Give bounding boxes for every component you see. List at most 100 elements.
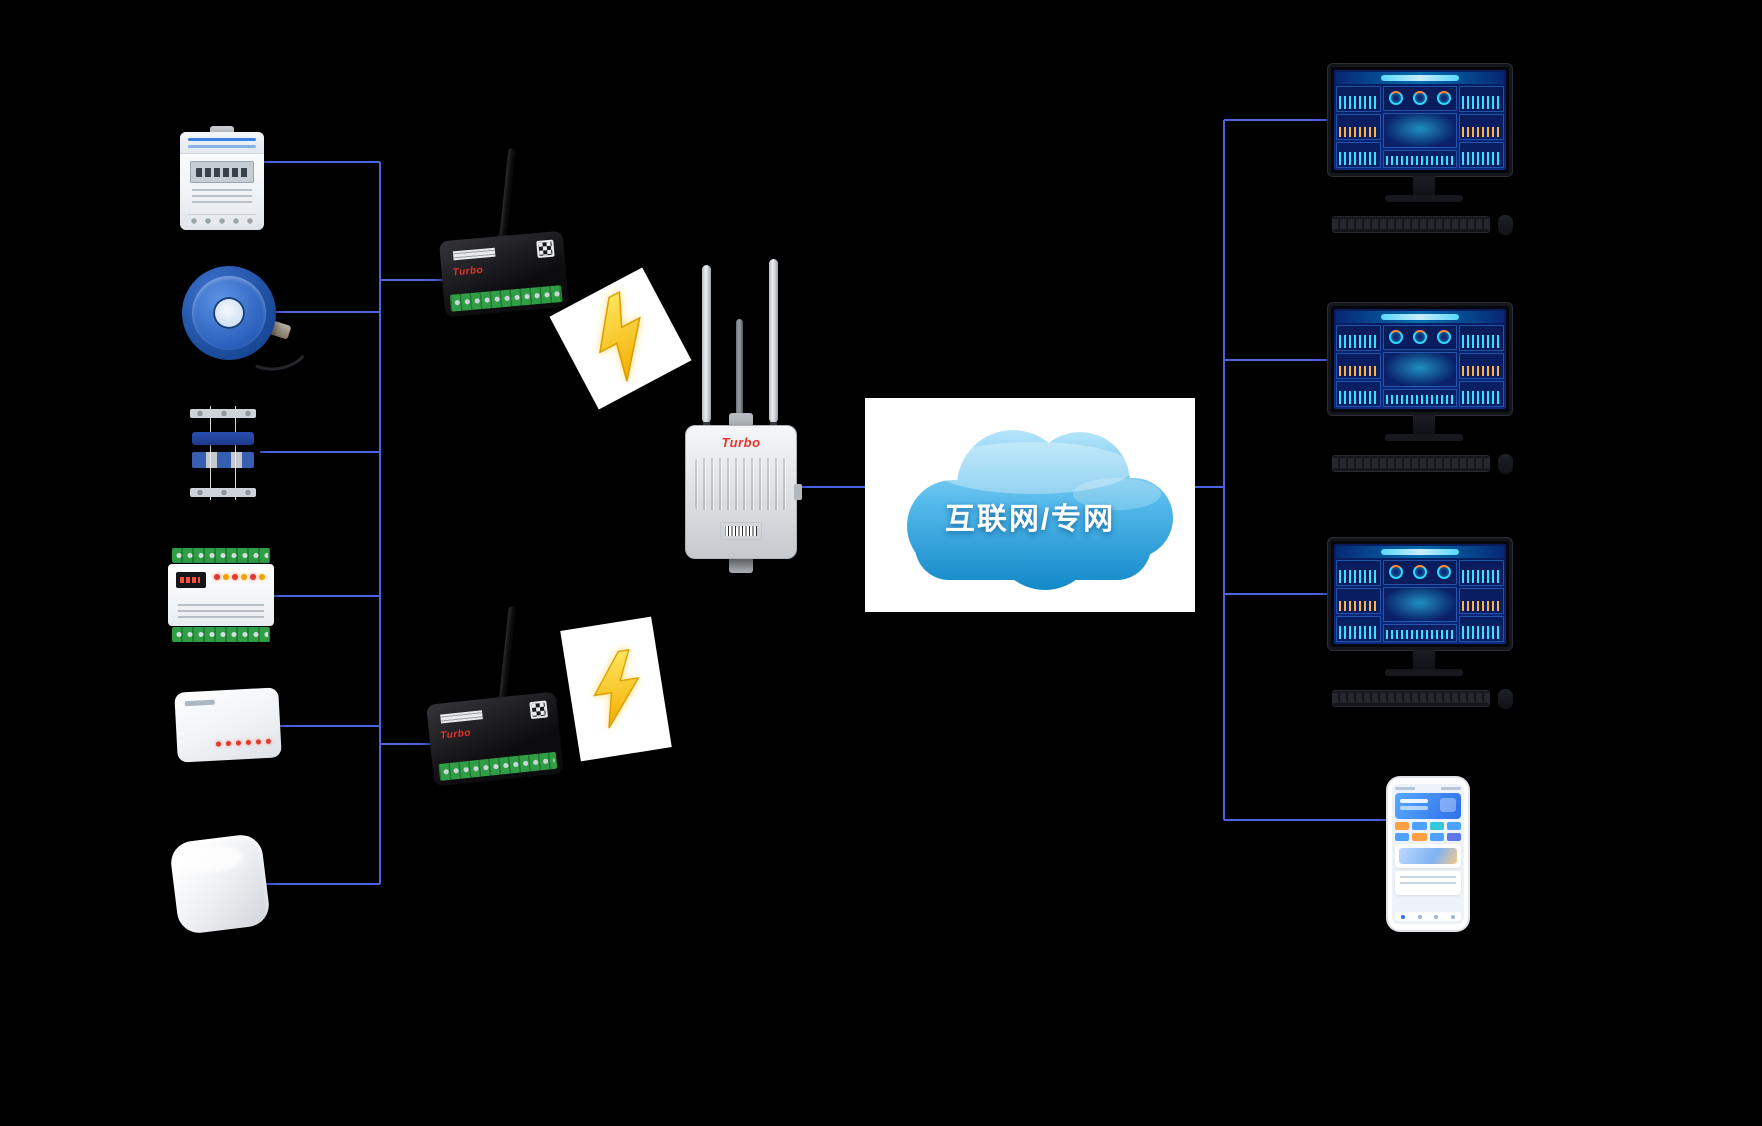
chart-panel (1458, 381, 1504, 407)
internet-cloud-icon (907, 430, 1173, 590)
workstation-monitor-1 (1328, 64, 1520, 252)
dashboard-ui (1334, 544, 1506, 644)
breaker-body (186, 406, 260, 500)
keyboard (1332, 455, 1490, 472)
io-controller-device (168, 548, 274, 642)
app-icon (1395, 822, 1410, 830)
meter-stripe (188, 145, 256, 148)
chart-panel (1336, 86, 1382, 112)
led-icon (214, 574, 220, 580)
keyboard (1332, 690, 1490, 707)
meter-cap (192, 276, 266, 350)
chart-panel (1383, 388, 1457, 407)
chart-panel (1336, 588, 1382, 614)
dashboard-title-bar (1381, 549, 1459, 555)
monitor-stand (1413, 176, 1435, 196)
alarm-panel-body (174, 687, 282, 763)
app-icon (1429, 833, 1444, 841)
chart-panel (1458, 353, 1504, 379)
chart-panel (1336, 381, 1382, 407)
antenna-icon (769, 259, 778, 430)
dashboard-left-column (1336, 560, 1382, 642)
dashboard-right-column (1458, 560, 1504, 642)
antenna-icon (702, 265, 711, 430)
map-panel (1383, 586, 1457, 622)
gauge-panel (1383, 325, 1457, 350)
monitor-base (1385, 434, 1463, 441)
weather-card (1395, 793, 1461, 819)
nav-dot-icon (1450, 914, 1455, 919)
list-card (1395, 871, 1461, 895)
mounting-bracket (729, 557, 753, 573)
status-bar (1395, 787, 1461, 790)
nav-dot-icon (1417, 914, 1422, 919)
led-icon (259, 574, 265, 580)
meter-ring (182, 266, 276, 360)
app-icon (1395, 833, 1410, 841)
bottom-nav (1395, 912, 1461, 921)
app-icon (1412, 833, 1427, 841)
meter-top-cover (180, 132, 264, 154)
chart-panel (1383, 623, 1457, 642)
alarm-logo-mark (184, 699, 215, 707)
sensor-body (168, 832, 272, 936)
breaker-terminals-top (190, 409, 256, 418)
dashboard-ui (1334, 70, 1506, 170)
dtu-bottom-device: Turbo (426, 605, 571, 796)
barcode-label (720, 522, 762, 540)
dtu-terminal-block (449, 285, 563, 312)
dashboard-center-column (1383, 325, 1457, 407)
lightning-bolt-icon (598, 290, 641, 382)
gauge-icon (1412, 565, 1427, 580)
smartphone-device (1388, 778, 1468, 930)
chart-panel (1458, 560, 1504, 586)
mounting-bracket (729, 413, 753, 427)
dtu-body: Turbo (426, 691, 564, 787)
mouse (1498, 689, 1513, 709)
led-icon (265, 738, 272, 745)
dashboard-header (1336, 72, 1504, 84)
alarm-leds (215, 738, 272, 747)
antenna-icon (499, 147, 516, 237)
chart-panel (1458, 588, 1504, 614)
gauge-icon (1389, 91, 1404, 106)
nav-dot-icon (1434, 914, 1439, 919)
map-panel (1383, 351, 1457, 387)
map-panel (1383, 112, 1457, 148)
chart-panel (1336, 353, 1382, 379)
antenna-icon (736, 319, 744, 430)
controller-terminals-top (172, 548, 270, 563)
led-icon (225, 740, 232, 747)
nav-dot-icon (1401, 914, 1406, 919)
keyboard (1332, 216, 1490, 233)
dashboard-ui (1334, 309, 1506, 409)
cloud-network-label: 互联网/专网 (944, 503, 1116, 536)
breaker-terminals-bottom (190, 488, 256, 497)
dashboard-center-column (1383, 560, 1457, 642)
chart-panel (1336, 560, 1382, 586)
gauge-icon (1436, 330, 1451, 345)
lightning-card (549, 266, 692, 410)
lcd-digits (196, 168, 248, 177)
chart-panel (1336, 616, 1382, 642)
dashboard-body (1336, 325, 1504, 407)
workstation-monitor-3 (1328, 538, 1520, 726)
chart-panel (1458, 142, 1504, 168)
app-icon (1429, 822, 1444, 830)
dashboard-body (1336, 560, 1504, 642)
phone-app-screen (1392, 784, 1464, 924)
smart-sensor-device (168, 832, 272, 936)
cloud-panel: 互联网/专网 (865, 398, 1195, 612)
energy-meter-device (180, 126, 264, 230)
dashboard-left-column (1336, 325, 1382, 407)
meter-label-lines (192, 189, 252, 203)
dashboard-left-column (1336, 86, 1382, 168)
dtu-brand-text: Turbo (439, 727, 472, 742)
meter-stripe (188, 138, 256, 141)
breaker-handle (192, 432, 254, 445)
chart-panel (1336, 142, 1382, 168)
dtu-brand-text: Turbo (452, 264, 484, 279)
chart-panel (1383, 149, 1457, 168)
monitor-screen (1328, 64, 1512, 176)
